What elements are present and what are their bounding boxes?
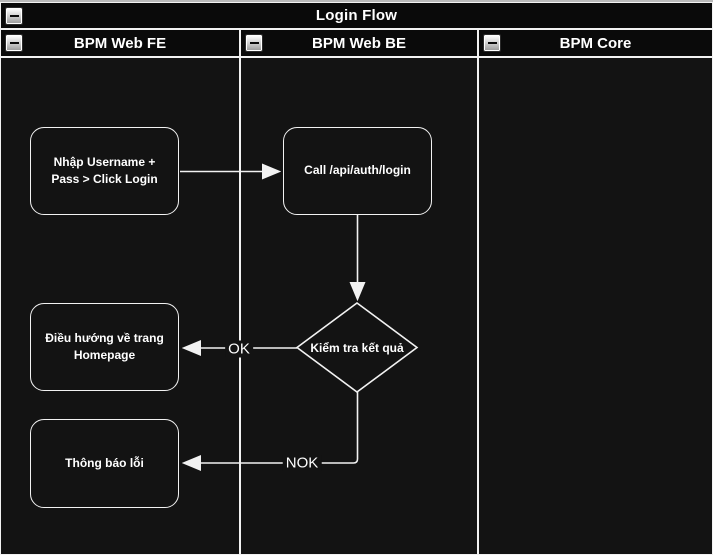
lane-header-bpm-web-be[interactable]: BPM Web BE <box>239 30 477 56</box>
collapse-lane-be-button[interactable] <box>245 34 263 52</box>
collapse-lane-core-button[interactable] <box>483 34 501 52</box>
node-label: Nhập Username + Pass > Click Login <box>51 154 158 186</box>
lane-label: BPM Web BE <box>312 34 406 52</box>
node-redirect-homepage[interactable]: Điều hướng về trang Homepage <box>30 303 179 391</box>
lane-header-row: BPM Web FE BPM Web BE BPM Core <box>1 30 712 58</box>
lane-body-row <box>1 58 712 554</box>
edge-check-nok-to-error[interactable] <box>181 392 359 471</box>
node-enter-credentials[interactable]: Nhập Username + Pass > Click Login <box>30 127 179 215</box>
edge-label-nok[interactable]: NOK <box>282 454 322 472</box>
node-label: Kiểm tra kết quả <box>310 340 404 355</box>
lane-body-bpm-web-be <box>239 58 477 554</box>
pool-title-bar: Login Flow <box>1 3 712 30</box>
node-label: Điều hướng về trang Homepage <box>45 330 164 362</box>
node-check-result-label[interactable]: Kiểm tra kết quả <box>297 303 417 392</box>
edge-label-ok[interactable]: OK <box>225 340 253 358</box>
lane-body-bpm-core <box>477 58 712 554</box>
decision-diamond-shape[interactable] <box>295 302 419 393</box>
lane-label: BPM Web FE <box>73 34 167 52</box>
lane-label: BPM Core <box>559 34 632 52</box>
minus-icon <box>9 14 19 17</box>
minus-icon <box>249 42 259 44</box>
collapse-pool-button[interactable] <box>5 6 23 25</box>
minus-icon <box>487 42 497 44</box>
node-label: Thông báo lỗi <box>65 455 144 470</box>
pool-title: Login Flow <box>315 7 398 24</box>
lane-header-bpm-web-fe[interactable]: BPM Web FE <box>1 30 239 56</box>
node-label: Call /api/auth/login <box>304 163 411 178</box>
node-call-login-api[interactable]: Call /api/auth/login <box>283 127 432 215</box>
minus-icon <box>9 42 19 44</box>
lane-header-bpm-core[interactable]: BPM Core <box>477 30 712 56</box>
collapse-lane-fe-button[interactable] <box>5 34 23 52</box>
node-show-error[interactable]: Thông báo lỗi <box>30 419 179 508</box>
